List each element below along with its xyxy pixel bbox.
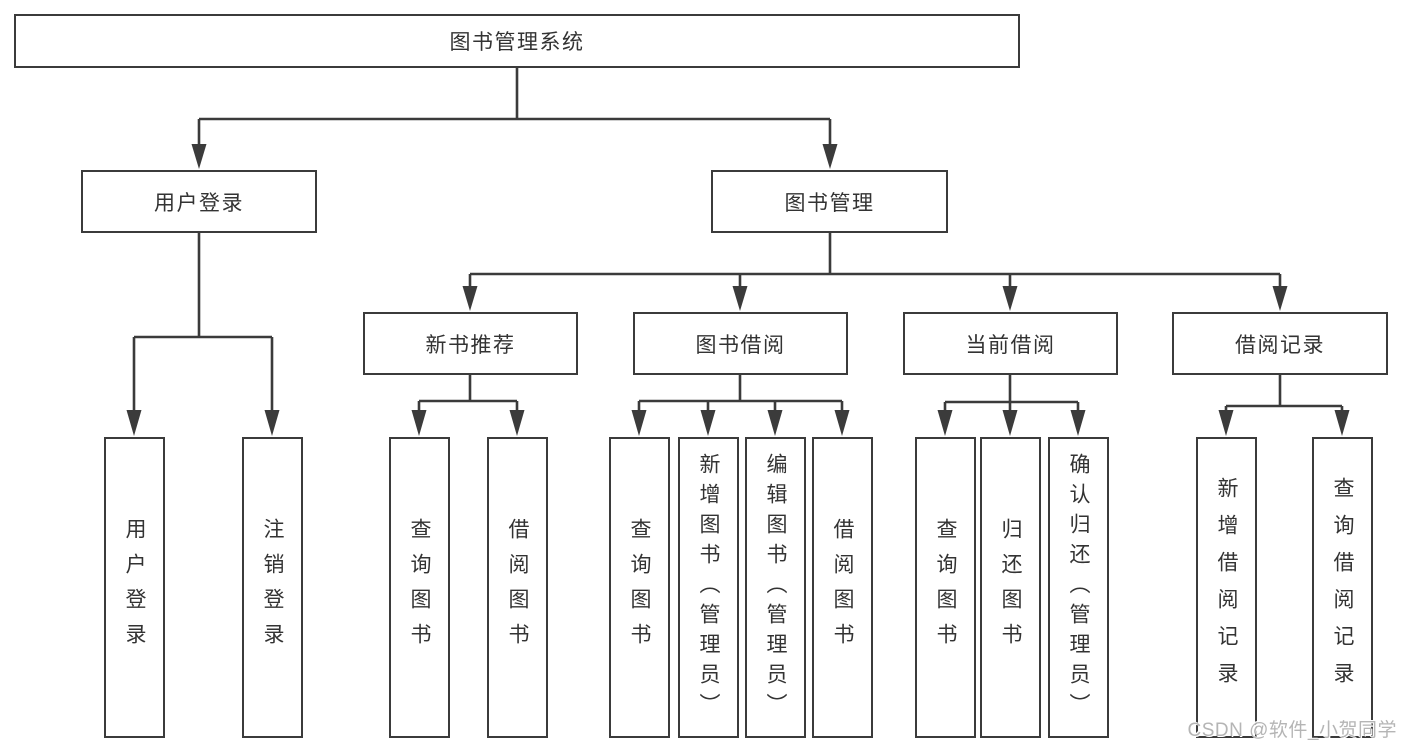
leaf-add-borrow-record: 新增借阅记录 [1196, 437, 1257, 738]
node-book-borrow: 图书借阅 [633, 312, 848, 375]
leaf-return-books-label: 归还图书 [999, 517, 1022, 658]
node-user-login: 用户登录 [81, 170, 317, 233]
node-borrow-records: 借阅记录 [1172, 312, 1388, 375]
node-book-mgmt-label: 图书管理 [784, 191, 875, 215]
node-user-login-label: 用户登录 [154, 191, 244, 215]
leaf-query-books-borrow-label: 查询图书 [628, 517, 651, 658]
leaf-query-books-current-label: 查询图书 [934, 517, 957, 658]
node-book-mgmt: 图书管理 [711, 170, 948, 233]
leaf-query-borrow-record-label: 查询借阅记录 [1331, 476, 1354, 699]
leaf-confirm-return-admin-label: 确认归还（管理员） [1067, 452, 1090, 723]
leaf-query-borrow-record: 查询借阅记录 [1312, 437, 1373, 738]
leaf-add-books-admin-label: 新增图书（管理员） [697, 452, 720, 723]
leaf-edit-books-admin-label: 编辑图书（管理员） [764, 452, 787, 723]
node-root: 图书管理系统 [14, 14, 1020, 68]
leaf-return-books: 归还图书 [980, 437, 1041, 738]
leaf-user-login-label: 用户登录 [123, 517, 146, 658]
connector-borrow-records-to-leaves [1218, 375, 1350, 436]
connector-book-mgmt-to-level3 [462, 233, 1288, 311]
leaf-edit-books-admin: 编辑图书（管理员） [745, 437, 806, 738]
leaf-borrow-books-rec: 借阅图书 [487, 437, 548, 738]
leaf-query-books-current: 查询图书 [915, 437, 976, 738]
node-current-borrow-label: 当前借阅 [965, 333, 1056, 357]
node-new-book-rec: 新书推荐 [363, 312, 578, 375]
connector-book-borrow-to-leaves [631, 375, 850, 436]
leaf-logout: 注销登录 [242, 437, 303, 738]
node-new-book-rec-label: 新书推荐 [425, 333, 516, 357]
leaf-borrow-books-label: 借阅图书 [831, 517, 854, 658]
leaf-add-borrow-record-label: 新增借阅记录 [1215, 476, 1238, 699]
connector-current-borrow-to-leaves [937, 375, 1086, 436]
leaf-query-books-rec: 查询图书 [389, 437, 450, 738]
csdn-watermark: CSDN @软件_小贺同学 [1187, 720, 1397, 741]
leaf-borrow-books: 借阅图书 [812, 437, 873, 738]
leaf-logout-label: 注销登录 [261, 517, 284, 658]
leaf-query-books-borrow: 查询图书 [609, 437, 670, 738]
connector-new-book-rec-to-leaves [411, 375, 525, 436]
leaf-query-books-rec-label: 查询图书 [408, 517, 431, 658]
node-root-label: 图书管理系统 [449, 31, 585, 54]
node-borrow-records-label: 借阅记录 [1235, 333, 1325, 357]
connector-user-login-to-leaves [126, 233, 280, 436]
node-book-borrow-label: 图书借阅 [695, 333, 786, 357]
leaf-add-books-admin: 新增图书（管理员） [678, 437, 739, 738]
connector-root-to-level2 [191, 68, 838, 169]
leaf-confirm-return-admin: 确认归还（管理员） [1048, 437, 1109, 738]
leaf-borrow-books-rec-label: 借阅图书 [506, 517, 529, 658]
leaf-user-login: 用户登录 [104, 437, 165, 738]
node-current-borrow: 当前借阅 [903, 312, 1118, 375]
